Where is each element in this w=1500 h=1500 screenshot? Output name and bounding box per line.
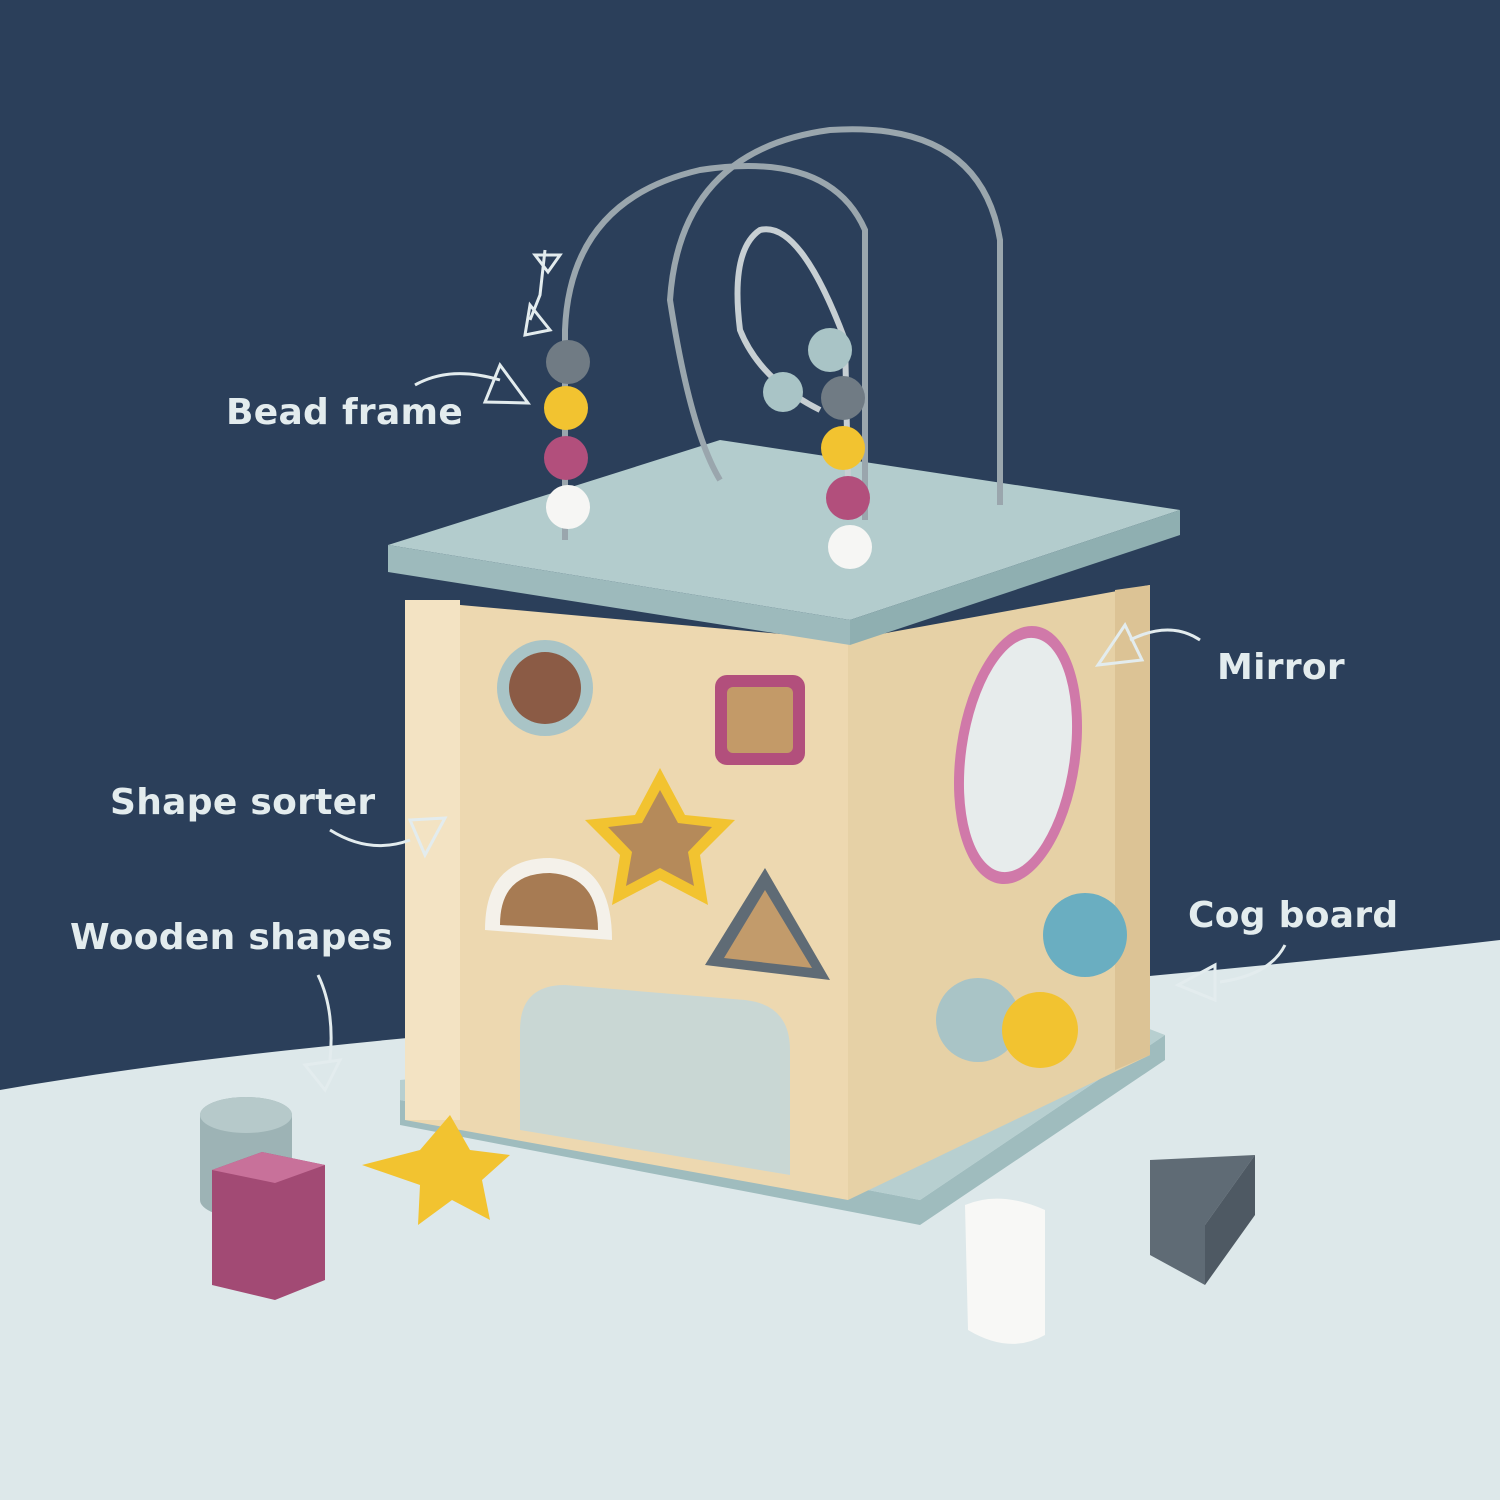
bead xyxy=(544,386,588,430)
arrow-icon xyxy=(1174,944,1287,1003)
cog-yellow xyxy=(1002,992,1078,1068)
bead xyxy=(546,340,590,384)
annotation-arrows xyxy=(302,249,1287,1093)
white-half-cylinder xyxy=(965,1198,1045,1344)
bead xyxy=(546,485,590,529)
bead-wire xyxy=(562,163,868,540)
label-wooden-shapes: Wooden shapes xyxy=(70,917,394,958)
lid-top xyxy=(388,440,1180,620)
pink-cube xyxy=(212,1152,325,1300)
bead xyxy=(763,372,803,412)
bead xyxy=(821,376,865,420)
base-plate xyxy=(400,1035,1165,1225)
bead xyxy=(808,328,852,372)
activity-cube xyxy=(388,126,1180,1225)
arrow-icon xyxy=(523,249,563,337)
arrow-icon xyxy=(302,974,343,1093)
front-opening xyxy=(520,985,790,1175)
label-cog-board: Cog board xyxy=(1188,895,1399,936)
wooden-shapes xyxy=(200,1097,1255,1344)
bead xyxy=(828,525,872,569)
yellow-star xyxy=(362,1115,510,1225)
grey-triangle-prism xyxy=(1150,1155,1255,1285)
bead xyxy=(544,436,588,480)
cog-blue xyxy=(1043,893,1127,977)
cog-grey xyxy=(936,978,1020,1062)
arrow-icon xyxy=(1094,622,1201,667)
arrow-icon xyxy=(414,361,532,405)
label-bead-frame: Bead frame xyxy=(226,392,464,433)
bead xyxy=(821,426,865,470)
label-mirror: Mirror xyxy=(1217,647,1345,688)
arrow-icon xyxy=(329,816,448,859)
label-shape-sorter: Shape sorter xyxy=(110,782,376,823)
bead xyxy=(826,476,870,520)
